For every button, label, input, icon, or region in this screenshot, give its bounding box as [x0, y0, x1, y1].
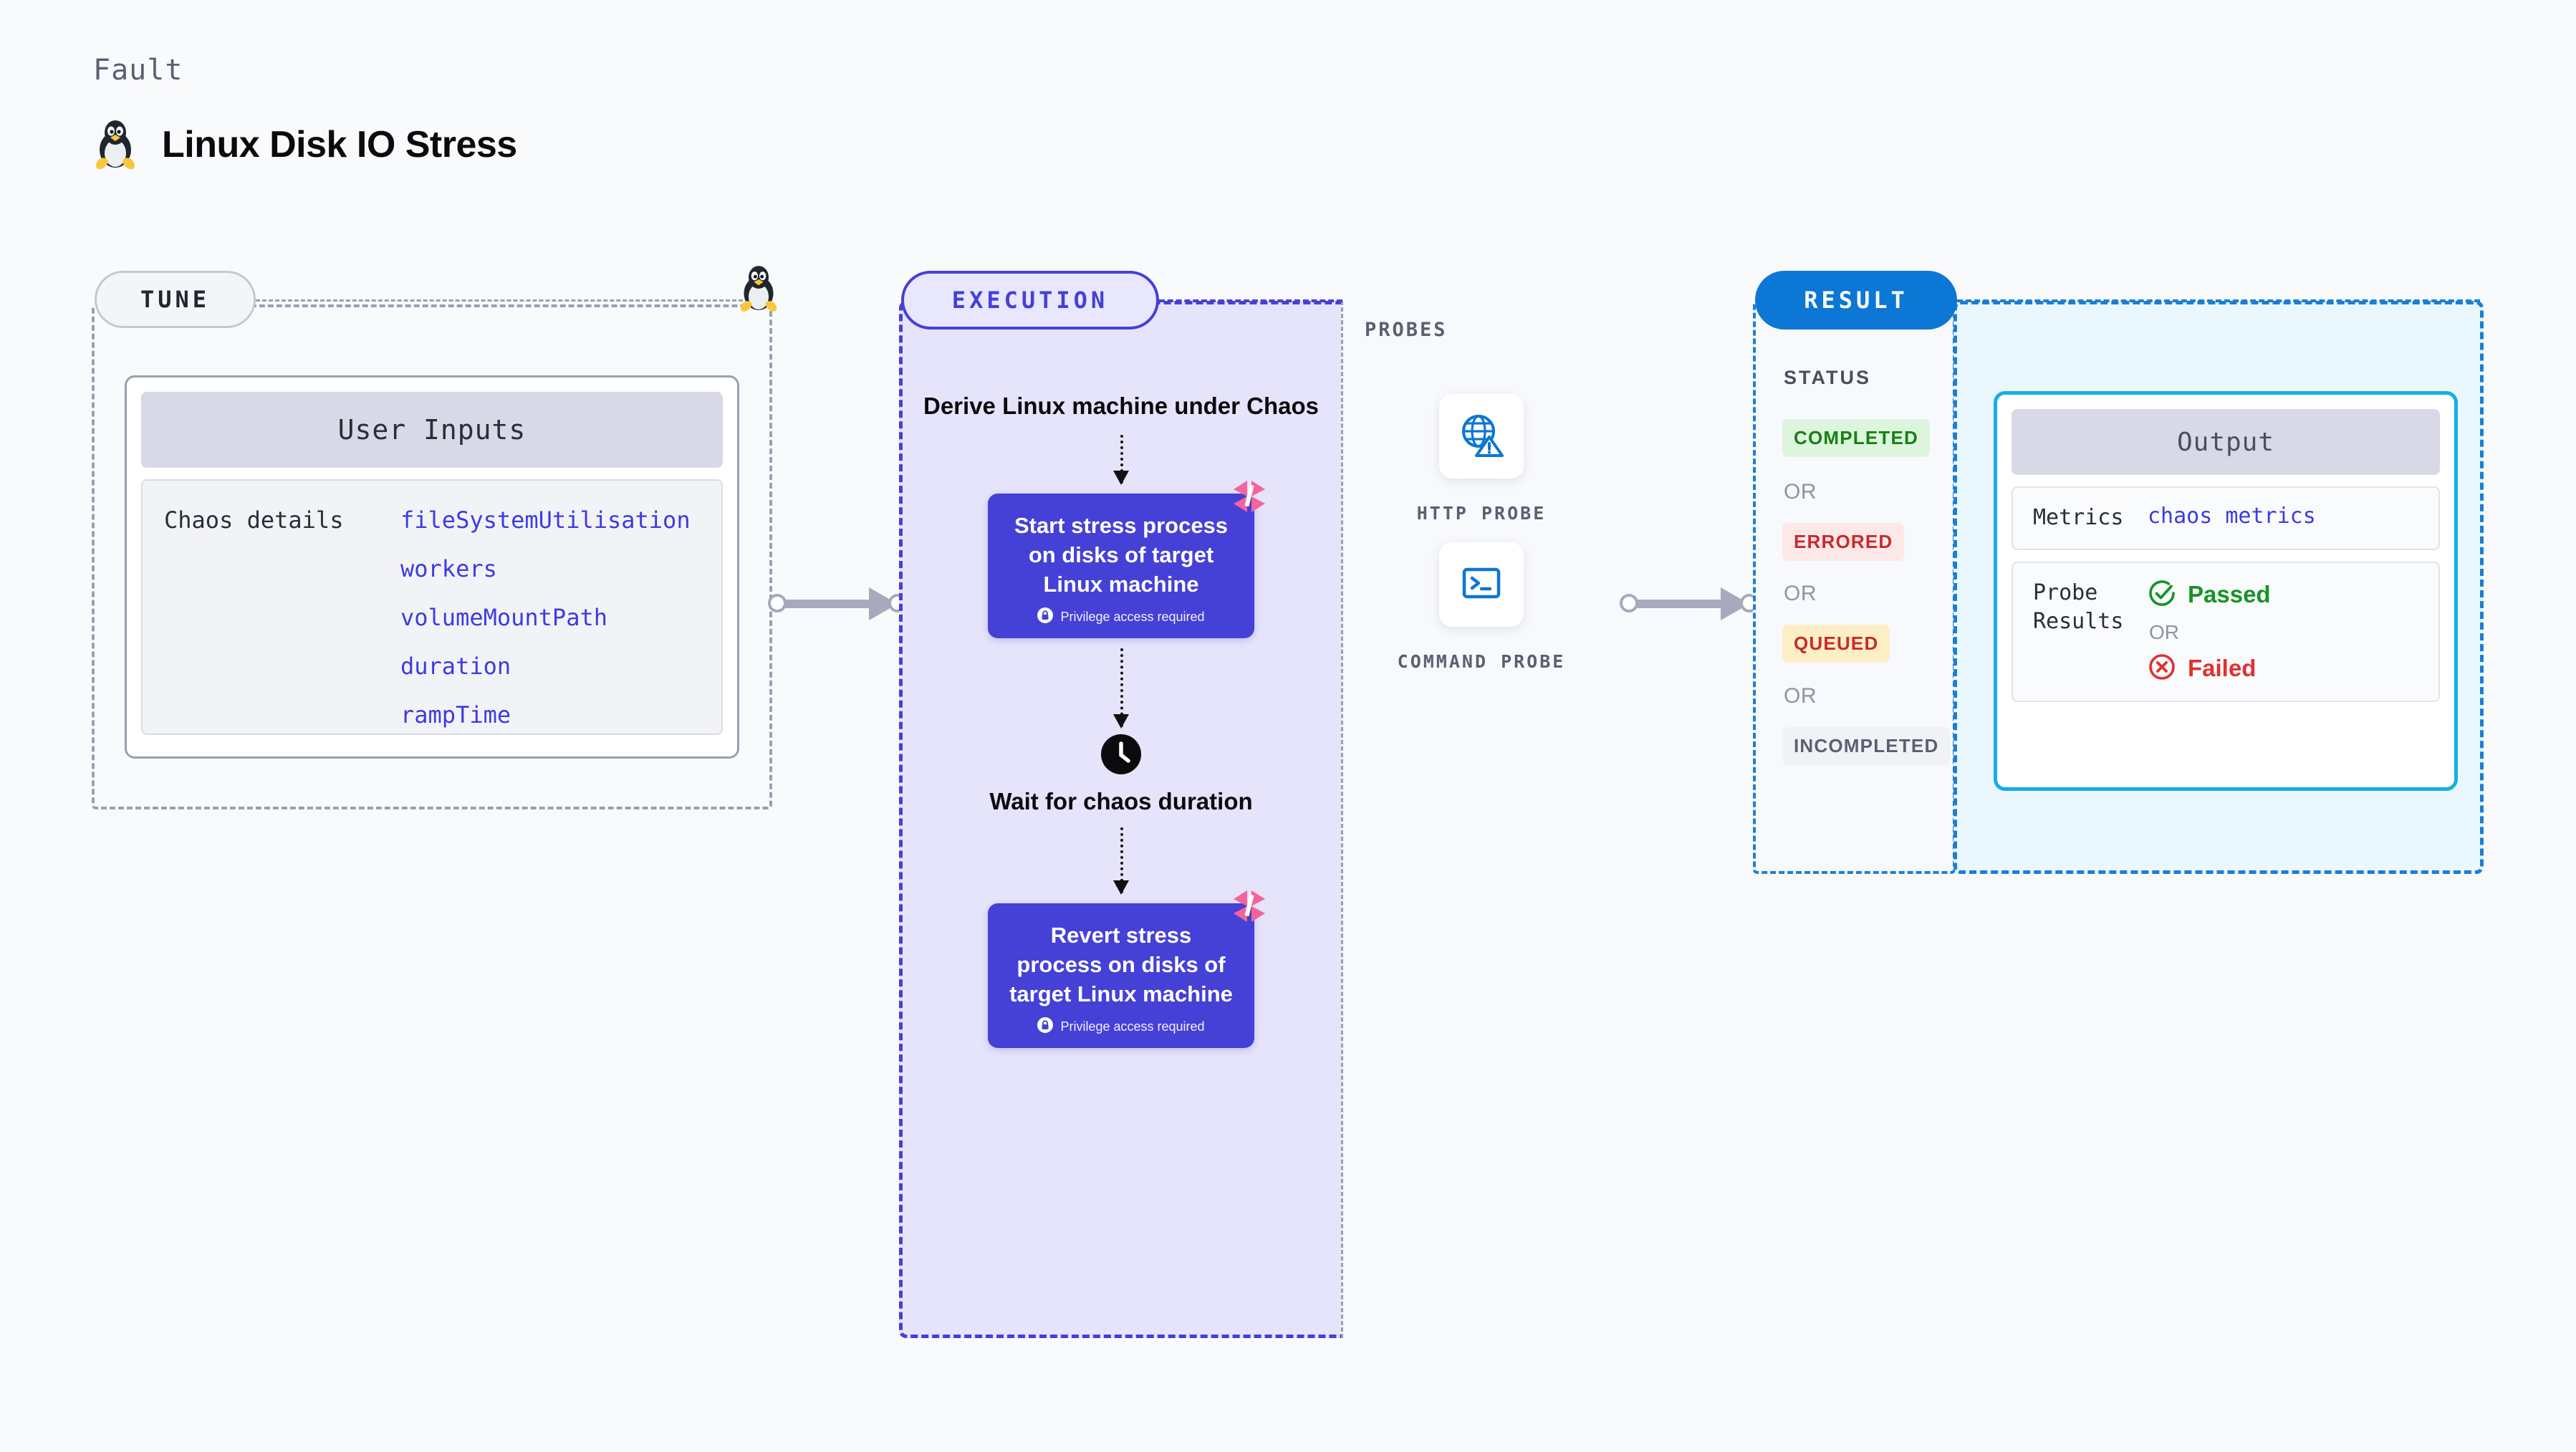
input-param-rampTime: rampTime [400, 701, 511, 729]
flow-arrow-2 [1113, 648, 1129, 729]
fault-title-row: Linux Disk IO Stress [93, 118, 517, 171]
input-param-volumeMountPath: volumeMountPath [400, 604, 607, 631]
probe-results-key: Probe Results [2033, 580, 2124, 635]
tune-linux-tux-icon [738, 264, 779, 317]
privilege-note-2: Privilege access required [1008, 1017, 1234, 1037]
flow-arrow-1 [1113, 434, 1129, 485]
x-circle-icon [2148, 653, 2176, 685]
output-card: Output Metrics chaos metrics Probe Resul… [1994, 391, 2458, 791]
probe-results-values: Passed OR Failed [2148, 579, 2271, 685]
input-param-duration: duration [400, 653, 511, 680]
harness-logo-icon [1229, 476, 1270, 521]
tune-pill[interactable]: TUNE [95, 271, 256, 328]
status-or-3: OR [1784, 684, 1817, 708]
result-pill-connector [1957, 299, 2480, 302]
passed-label: Passed [2188, 581, 2271, 607]
status-or-1: OR [1784, 480, 1817, 504]
lock-icon [1037, 1017, 1054, 1037]
tune-pill-connector [256, 299, 743, 302]
user-inputs-card: User Inputs Chaos details fileSystemUtil… [125, 375, 739, 759]
execution-flow: Derive Linux machine under Chaos Start s… [899, 344, 1343, 1049]
step-label: Start stress process on disks of target … [1014, 512, 1229, 597]
linux-tux-icon [93, 118, 138, 171]
probe-caption-command: COMMAND PROBE [1397, 651, 1566, 672]
user-inputs-title: User Inputs [141, 392, 723, 468]
clock-icon [1101, 734, 1141, 775]
connector-tune-to-execution [761, 587, 919, 620]
chaos-details-row: Chaos details fileSystemUtilisation work… [141, 479, 723, 735]
input-param-fileSystemUtilisation: fileSystemUtilisation [400, 506, 691, 534]
failed-label: Failed [2188, 655, 2257, 681]
probe-result-passed: Passed [2148, 579, 2271, 611]
metrics-value: chaos metrics [2148, 504, 2316, 529]
wait-label: Wait for chaos duration [989, 788, 1253, 815]
probe-result-failed: Failed [2148, 653, 2271, 685]
output-title: Output [2012, 409, 2440, 475]
status-title: STATUS [1784, 367, 1871, 388]
privilege-note-1: Privilege access required [1008, 607, 1234, 627]
probe-tile-command[interactable] [1439, 542, 1524, 627]
probe-tile-http[interactable] [1439, 394, 1524, 479]
page-title: Linux Disk IO Stress [162, 124, 517, 165]
fault-kicker: Fault [93, 54, 183, 87]
execution-pill[interactable]: EXECUTION [901, 271, 1159, 330]
result-pill[interactable]: RESULT [1755, 271, 1957, 330]
execution-step-revert-stress[interactable]: Revert stress process on disks of target… [988, 890, 1265, 1049]
chaos-details-key: Chaos details [164, 506, 344, 534]
execution-pill-connector [1159, 299, 1342, 302]
status-badge-incompleted: INCOMPLETED [1782, 727, 1951, 765]
execution-heading: Derive Linux machine under Chaos [923, 393, 1319, 419]
privilege-note-text: Privilege access required [1060, 610, 1205, 625]
output-row-metrics: Metrics chaos metrics [2012, 486, 2440, 550]
input-param-workers: workers [400, 555, 497, 582]
result-panel [1753, 301, 1956, 874]
probes-title: PROBES [1365, 319, 1448, 341]
chaos-details-values: fileSystemUtilisation workers volumeMoun… [400, 506, 691, 734]
probe-result-or: OR [2149, 620, 2179, 643]
check-circle-icon [2148, 579, 2176, 611]
status-or-2: OR [1784, 582, 1817, 605]
flow-arrow-3 [1113, 827, 1129, 895]
status-badge-completed: COMPLETED [1782, 419, 1931, 457]
status-badge-errored: ERRORED [1782, 523, 1905, 561]
execution-step-start-stress[interactable]: Start stress process on disks of target … [988, 480, 1265, 639]
privilege-note-text: Privilege access required [1060, 1019, 1205, 1034]
probe-caption-http: HTTP PROBE [1416, 503, 1547, 524]
globe-warning-icon [1456, 410, 1506, 463]
terminal-icon [1458, 559, 1505, 610]
harness-logo-icon [1229, 886, 1270, 931]
connector-execution-to-result [1613, 587, 1771, 620]
metrics-key: Metrics [2033, 505, 2124, 530]
output-row-probe-results: Probe Results Passed OR [2012, 561, 2440, 702]
lock-icon [1037, 607, 1054, 627]
step-label: Revert stress process on disks of target… [1009, 922, 1233, 1007]
status-badge-queued: QUEUED [1782, 625, 1890, 663]
tune-panel [92, 304, 772, 809]
